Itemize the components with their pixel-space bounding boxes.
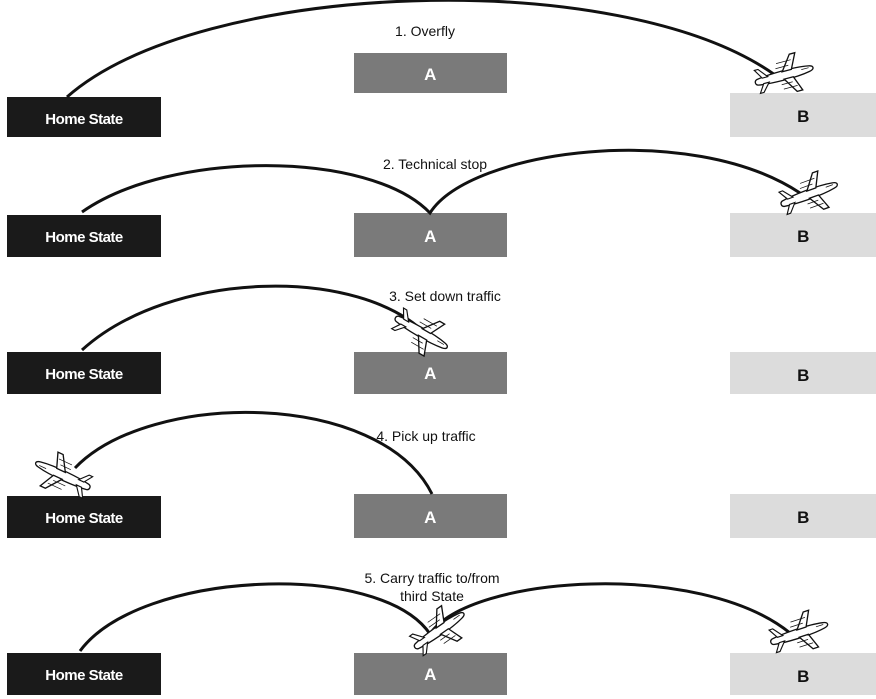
airplane-icon (764, 605, 835, 662)
home-state-label: Home State (45, 366, 123, 383)
scenario-title: 5. Carry traffic to/from (364, 570, 499, 586)
flight-path (80, 284, 430, 352)
state-a-label: A (424, 665, 436, 684)
state-a-box (354, 494, 507, 538)
state-b-box (730, 93, 876, 137)
home-state-box (7, 496, 161, 538)
home-state-label: Home State (45, 667, 123, 684)
state-a-box (354, 352, 507, 394)
home-state-label: Home State (45, 229, 123, 246)
state-a-label: A (424, 508, 436, 527)
home-state-label: Home State (45, 111, 123, 128)
scenario-title: 1. Overfly (395, 23, 455, 39)
scenario-5: Home State A B 5. Carry traffic to/from … (7, 570, 876, 695)
home-state-box (7, 215, 161, 257)
home-state-box (7, 97, 161, 137)
state-a-box (354, 213, 507, 257)
home-state-box (7, 653, 161, 695)
flight-path (81, 148, 801, 216)
scenario-title: 2. Technical stop (383, 156, 487, 172)
state-b-box (730, 213, 876, 257)
state-b-label: B (797, 227, 809, 246)
state-a-box (354, 53, 507, 93)
state-b-label: B (797, 667, 809, 686)
state-a-box (354, 653, 507, 695)
scenario-3: Home State A B 3. Set down traffic (7, 284, 876, 394)
scenario-4: Home State A B 4. Pick up traffic (7, 410, 876, 538)
state-b-box (730, 653, 876, 695)
home-state-box (7, 352, 161, 394)
state-b-label: B (797, 508, 809, 527)
state-b-label: B (797, 366, 809, 385)
scenario-title-line2: third State (400, 588, 464, 604)
scenario-title: 4. Pick up traffic (376, 428, 475, 444)
state-b-box (730, 494, 876, 538)
state-a-label: A (424, 227, 436, 246)
scenario-1: Home State A B 1. Overfly (7, 0, 876, 137)
state-a-label: A (424, 65, 436, 84)
flight-path (73, 410, 434, 495)
state-b-label: B (797, 107, 809, 126)
state-a-label: A (424, 364, 436, 383)
scenario-2: Home State A B 2. Technical stop (7, 148, 876, 257)
flight-path (66, 0, 776, 99)
scenario-title: 3. Set down traffic (389, 288, 501, 304)
state-b-box (730, 352, 876, 394)
home-state-label: Home State (45, 510, 123, 527)
